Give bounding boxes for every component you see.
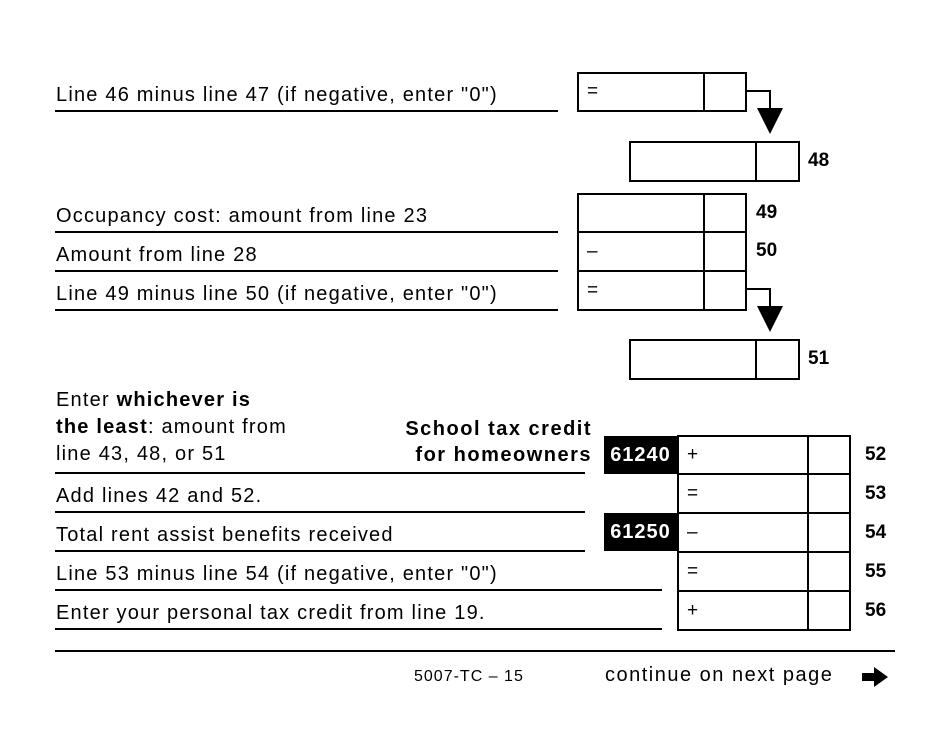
code-61250: 61250: [604, 513, 677, 551]
line-51-field[interactable]: [629, 339, 800, 380]
cents-divider: [703, 233, 705, 270]
line-49-field[interactable]: [577, 193, 747, 233]
underline: [55, 231, 558, 233]
underline: [55, 309, 558, 311]
line-53-field[interactable]: =: [677, 473, 851, 514]
plus-sign: +: [687, 599, 699, 621]
cents-divider: [703, 74, 705, 110]
line-number-48: 48: [808, 150, 830, 171]
arrow-down-icon: [747, 288, 783, 332]
line-54-field[interactable]: –: [677, 512, 851, 553]
line-55-field[interactable]: =: [677, 551, 851, 592]
plus-sign: +: [687, 444, 699, 465]
cents-divider: [807, 592, 809, 629]
least-amount-label-line3: line 43, 48, or 51: [56, 443, 227, 465]
line-number-53: 53: [865, 483, 887, 504]
line-number-54: 54: [865, 522, 887, 543]
arrow-right-icon: [862, 667, 888, 687]
line-49-minus-50-field[interactable]: =: [577, 270, 747, 311]
line-53-minus-54-label: Line 53 minus line 54 (if negative, ente…: [56, 563, 498, 585]
equals-sign: =: [687, 560, 699, 582]
cents-divider: [755, 341, 757, 378]
line-49-minus-50-label: Line 49 minus line 50 (if negative, ente…: [56, 283, 498, 305]
label-bold-text: whichever is: [116, 389, 252, 411]
equals-sign: =: [587, 81, 599, 102]
least-amount-label-line1: Enter whichever is: [56, 389, 251, 412]
line-number-51: 51: [808, 348, 830, 369]
line-46-minus-47-field[interactable]: =: [577, 72, 747, 112]
occupancy-cost-label: Occupancy cost: amount from line 23: [56, 205, 429, 227]
line-50-field[interactable]: –: [577, 231, 747, 272]
footer-rule: [55, 650, 895, 652]
equals-sign: =: [687, 482, 699, 504]
amount-line-28-label: Amount from line 28: [56, 244, 258, 266]
underline: [55, 472, 585, 474]
rent-assist-label: Total rent assist benefits received: [56, 524, 394, 546]
underline: [55, 589, 662, 591]
line-number-55: 55: [865, 561, 887, 582]
minus-sign: –: [687, 521, 698, 543]
underline: [55, 511, 585, 513]
form-id: 5007-TC – 15: [414, 668, 524, 685]
least-amount-label-line2: the least: amount from: [56, 416, 287, 439]
cents-divider: [807, 475, 809, 512]
underline: [55, 628, 662, 630]
line-number-52: 52: [865, 444, 887, 465]
personal-tax-credit-label: Enter your personal tax credit from line…: [56, 602, 486, 624]
line-56-field[interactable]: +: [677, 590, 851, 631]
underline: [55, 550, 585, 552]
school-tax-credit-line1: School tax credit: [405, 418, 592, 440]
equals-sign: =: [587, 279, 599, 301]
cents-divider: [703, 195, 705, 231]
label-text: Enter: [56, 389, 117, 411]
underline: [55, 110, 558, 112]
cents-divider: [807, 514, 809, 551]
cents-divider: [807, 553, 809, 590]
minus-sign: –: [587, 240, 598, 262]
add-lines-42-52-label: Add lines 42 and 52.: [56, 485, 263, 507]
school-tax-credit-line2: for homeowners: [415, 444, 592, 466]
label-text: : amount from: [147, 416, 287, 438]
cents-divider: [807, 437, 809, 473]
cents-divider: [755, 143, 757, 180]
line-number-49: 49: [756, 202, 778, 223]
underline: [55, 270, 558, 272]
line-46-minus-47-label: Line 46 minus line 47 (if negative, ente…: [56, 84, 498, 106]
school-tax-credit-title: School tax credit for homeowners: [405, 416, 592, 468]
line-number-56: 56: [865, 600, 887, 621]
arrow-down-icon: [747, 90, 783, 134]
line-52-field[interactable]: +: [677, 435, 851, 475]
code-61240: 61240: [604, 436, 677, 474]
cents-divider: [703, 272, 705, 309]
line-48-field[interactable]: [629, 141, 800, 182]
line-number-50: 50: [756, 240, 778, 261]
continue-next-page-link[interactable]: continue on next page: [605, 664, 833, 687]
label-bold-text: the least: [56, 416, 148, 438]
continue-text: continue on next page: [605, 664, 834, 686]
